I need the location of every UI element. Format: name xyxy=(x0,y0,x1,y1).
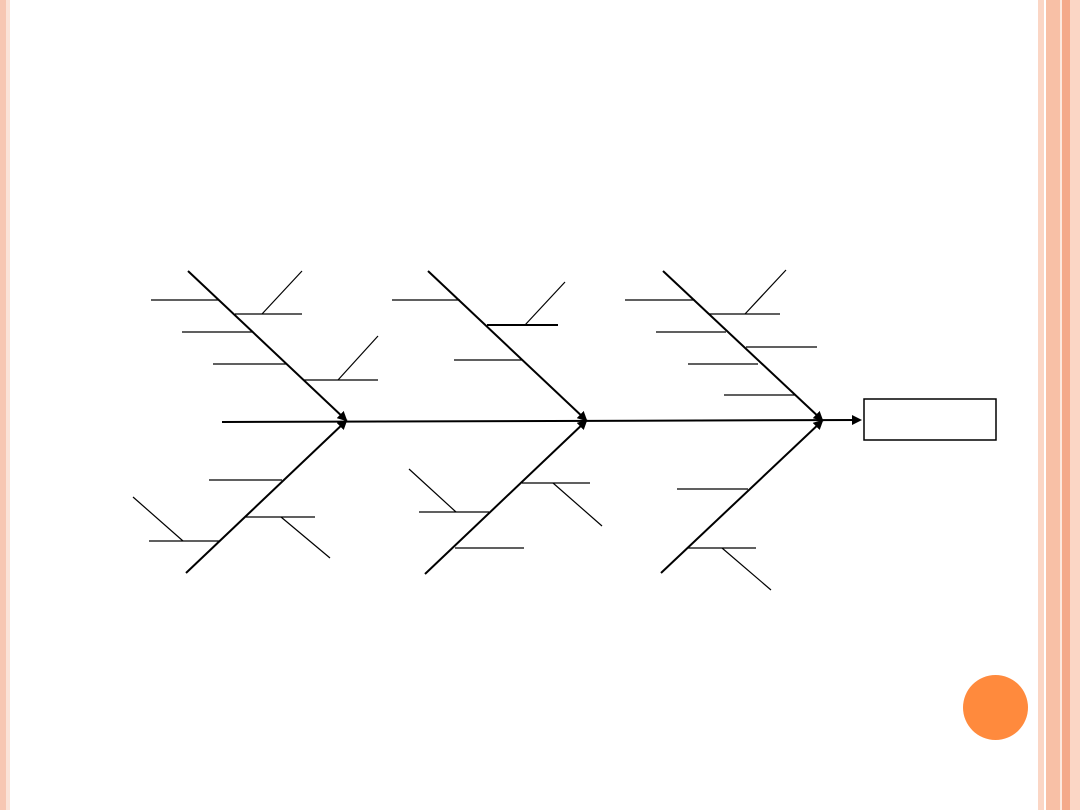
spine xyxy=(221,415,862,426)
bottom-bone-3 xyxy=(660,419,824,574)
effect-box xyxy=(863,398,997,441)
top-bone-1 xyxy=(187,270,348,422)
bone-group-3 xyxy=(625,269,824,591)
slide-frame-left xyxy=(0,0,10,810)
slide-frame-right xyxy=(1030,0,1080,810)
accent-dot xyxy=(963,675,1028,740)
sub-rib xyxy=(524,281,566,326)
sub-rib xyxy=(261,270,303,315)
sub-rib xyxy=(552,482,603,527)
bone-group-2 xyxy=(392,270,603,575)
top-bone-2 xyxy=(427,270,588,422)
sub-rib xyxy=(337,335,379,381)
bone-group-1 xyxy=(132,270,379,574)
sub-rib xyxy=(408,468,457,513)
effect-box-label xyxy=(864,399,996,440)
bottom-bone-1 xyxy=(185,419,348,574)
top-bone-3 xyxy=(662,270,824,422)
sub-rib xyxy=(744,269,787,315)
sub-rib xyxy=(280,516,331,559)
sub-rib xyxy=(721,547,772,591)
sub-rib xyxy=(132,496,184,542)
bottom-bone-2 xyxy=(424,419,588,575)
